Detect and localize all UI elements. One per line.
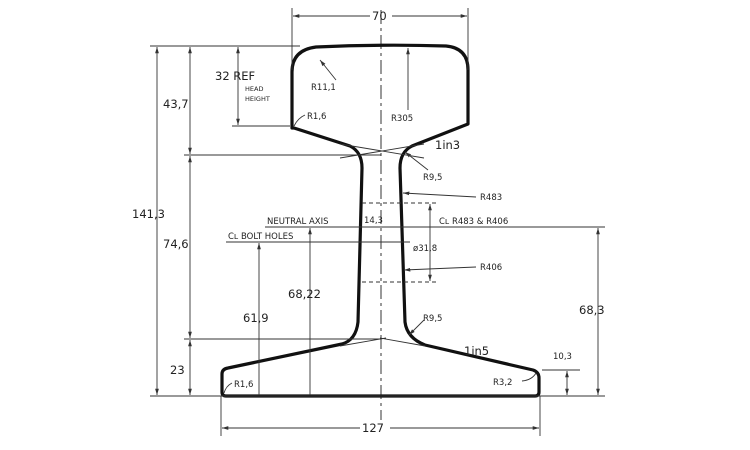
leader xyxy=(293,114,306,127)
leader xyxy=(521,372,537,382)
dim-head-depth: 43,7 xyxy=(163,97,189,111)
slope-line xyxy=(339,143,425,159)
slope-line xyxy=(379,337,426,347)
radius-web-bottom-fillet: R9,5 xyxy=(423,314,442,324)
dim-web-thickness: 14,3 xyxy=(364,216,383,226)
radius-web-lower: R406 xyxy=(480,263,502,273)
web-centre-label: Cʟ R483 & R406 xyxy=(439,217,508,227)
head-height-label: HEAD xyxy=(245,85,263,93)
dim-overall-height: 141,3 xyxy=(132,207,165,221)
leader xyxy=(319,59,337,81)
dim-head-width: 70 xyxy=(372,9,387,23)
dim-base-depth: 23 xyxy=(170,363,185,377)
bolt-holes-label: Cʟ BOLT HOLES xyxy=(228,232,293,242)
leader xyxy=(223,382,233,394)
radius-crown: R305 xyxy=(391,114,413,124)
slope-head: 1in3 xyxy=(435,138,460,152)
dim-bolt-hole-diameter: ø31,8 xyxy=(413,244,437,254)
slope-base: 1in5 xyxy=(464,344,489,358)
dim-head-height-ref: 32 REF xyxy=(215,69,255,83)
radius-base-left-corner: R1,6 xyxy=(234,380,253,390)
dim-base-edge-thickness: 10,3 xyxy=(553,352,572,362)
dim-neutral-axis-height: 68,22 xyxy=(288,287,321,301)
radius-head-corner: R11,1 xyxy=(311,83,336,93)
dim-web-depth: 74,6 xyxy=(163,237,189,251)
dim-bolt-hole-height: 61,9 xyxy=(243,311,269,325)
leader xyxy=(402,191,477,198)
dim-web-centre-height: 68,3 xyxy=(579,303,605,317)
rail-outline xyxy=(220,43,541,398)
radius-head-underside: R1,6 xyxy=(307,112,326,122)
leader xyxy=(403,266,477,272)
radius-web-upper: R483 xyxy=(480,193,502,203)
radius-web-top-fillet: R9,5 xyxy=(423,173,442,183)
dim-base-width: 127 xyxy=(362,421,384,435)
neutral-axis-label: NEUTRAL AXIS xyxy=(267,217,329,227)
leader xyxy=(408,319,425,336)
radius-base-right-corner: R3,2 xyxy=(493,378,512,388)
leader xyxy=(404,151,429,171)
head-height-label: HEIGHT xyxy=(245,95,270,103)
